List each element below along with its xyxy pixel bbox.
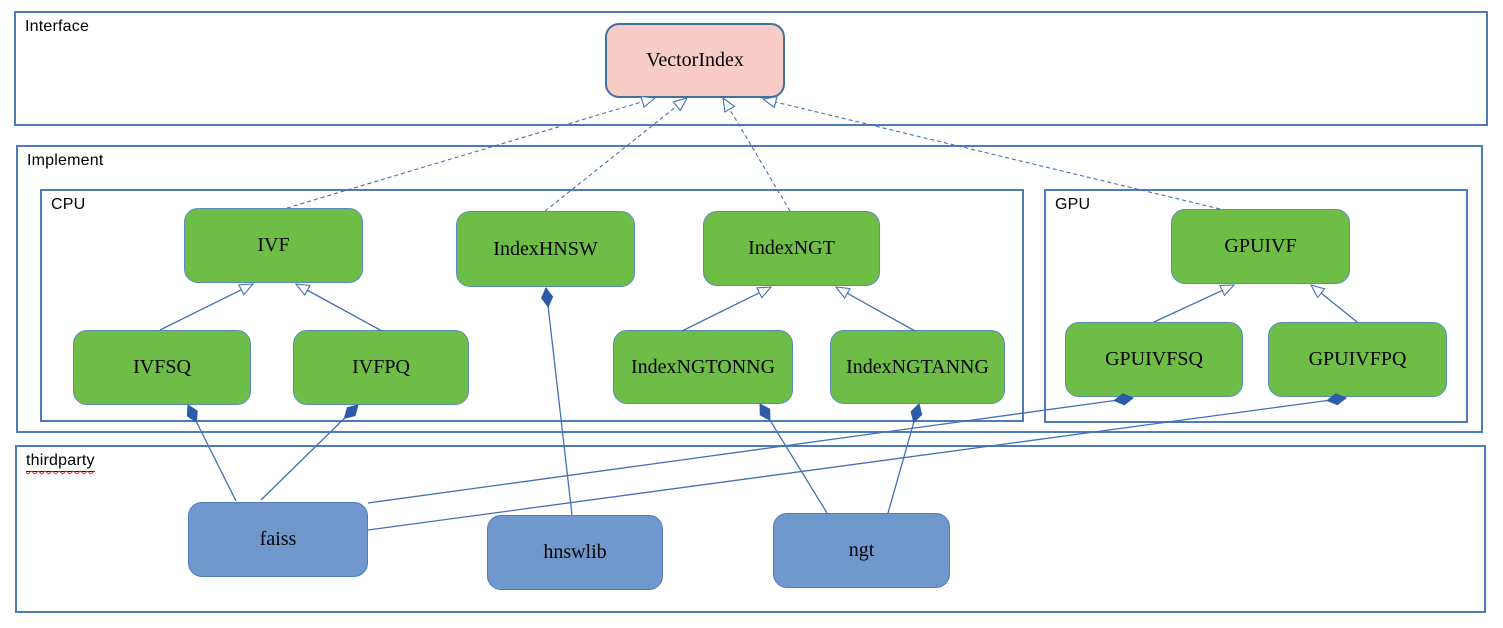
- node-gpuivf-label: GPUIVF: [1224, 235, 1297, 257]
- node-ivfpq-label: IVFPQ: [352, 356, 410, 378]
- node-gpuivf[interactable]: GPUIVF: [1171, 209, 1350, 284]
- cpu-label: CPU: [51, 196, 86, 213]
- node-faiss[interactable]: faiss: [188, 502, 368, 577]
- node-gpuivfpq[interactable]: GPUIVFPQ: [1268, 322, 1447, 397]
- implement-label: Implement: [27, 152, 104, 169]
- node-faiss-label: faiss: [259, 528, 297, 550]
- node-ivfsq-label: IVFSQ: [133, 356, 191, 378]
- node-gpuivfsq[interactable]: GPUIVFSQ: [1065, 322, 1243, 397]
- node-indexngtanng[interactable]: IndexNGTANNG: [830, 330, 1005, 404]
- node-indexngtanng-label: IndexNGTANNG: [846, 355, 989, 378]
- node-indexngt-label: IndexNGT: [748, 237, 835, 259]
- node-vectorindex[interactable]: VectorIndex: [605, 23, 785, 98]
- node-ivf-label: IVF: [257, 234, 290, 256]
- node-hnswlib[interactable]: hnswlib: [487, 515, 663, 590]
- node-ngt-label: ngt: [848, 539, 875, 561]
- node-indexngt[interactable]: IndexNGT: [703, 211, 880, 286]
- node-indexhnsw[interactable]: IndexHNSW: [456, 211, 635, 287]
- gpu-label: GPU: [1055, 196, 1091, 213]
- node-indexhnsw-label: IndexHNSW: [493, 237, 598, 260]
- node-hnswlib-label: hnswlib: [543, 541, 607, 563]
- node-gpuivfsq-label: GPUIVFSQ: [1105, 348, 1203, 370]
- node-vectorindex-label: VectorIndex: [646, 49, 744, 71]
- node-indexngtonng-label: IndexNGTONNG: [630, 355, 776, 378]
- thirdparty-label: thirdparty: [26, 452, 95, 472]
- interface-label: Interface: [25, 18, 90, 35]
- node-ivf[interactable]: IVF: [184, 208, 363, 283]
- node-ivfpq[interactable]: IVFPQ: [293, 330, 469, 405]
- node-ivfsq[interactable]: IVFSQ: [73, 330, 251, 405]
- node-ngt[interactable]: ngt: [773, 513, 950, 588]
- node-gpuivfpq-label: GPUIVFPQ: [1308, 348, 1407, 370]
- node-indexngtonng[interactable]: IndexNGTONNG: [613, 330, 793, 404]
